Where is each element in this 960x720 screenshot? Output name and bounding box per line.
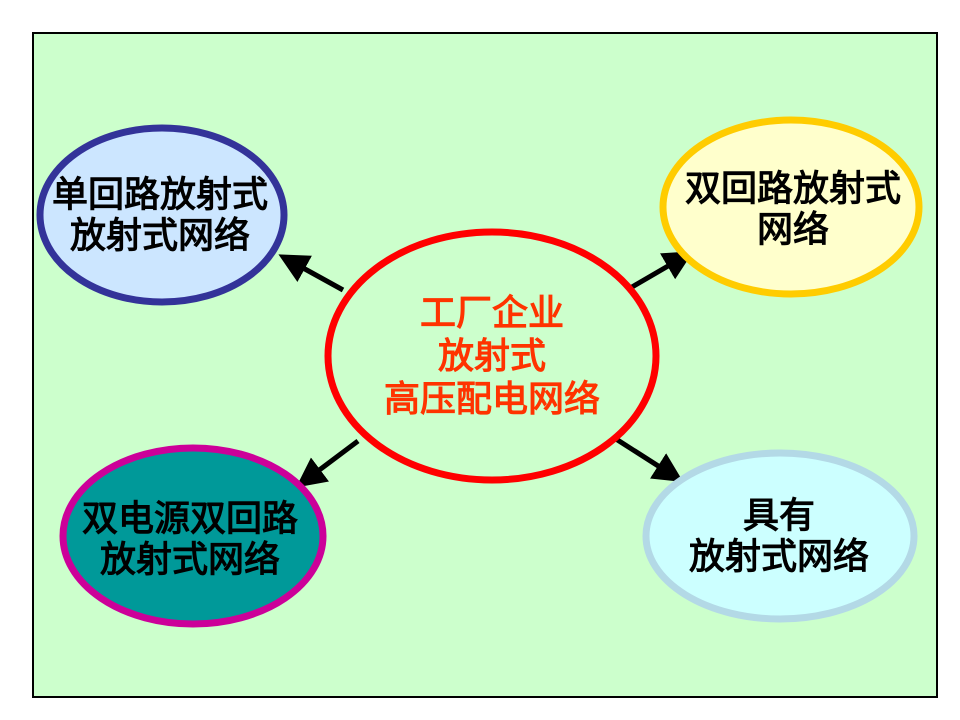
center-node-ellipse bbox=[324, 228, 660, 484]
top-right-line-2: 网络 bbox=[756, 209, 830, 251]
bottom-left-line-2: 放射式网络 bbox=[99, 539, 281, 581]
top-left-node-ellipse bbox=[36, 124, 288, 306]
top-right-line-1: 双回路放射式 bbox=[684, 167, 902, 210]
arrow-to-top-right bbox=[630, 251, 694, 290]
bottom-right-line-2: 放射式网络 bbox=[688, 536, 870, 578]
bottom-left-line-1: 双电源双回路 bbox=[81, 497, 299, 540]
top-right-node-ellipse bbox=[659, 116, 923, 298]
arrow-to-bottom-left bbox=[296, 439, 360, 488]
arrow-to-top-left bbox=[278, 254, 345, 293]
center-node-label: 工厂企业 放射式 高压配电网络 bbox=[384, 292, 600, 422]
bottom-right-node-ellipse bbox=[642, 449, 918, 623]
top-right-node-label: 双回路放射式 网络 bbox=[684, 167, 902, 252]
top-left-line-2: 放射式网络 bbox=[69, 215, 251, 257]
top-left-node-label: 单回路放射式 放射式网络 bbox=[51, 173, 269, 258]
bottom-left-node-label: 双电源双回路 放射式网络 bbox=[81, 497, 299, 582]
bottom-right-line-1: 具有 bbox=[742, 494, 816, 537]
bottom-left-node-ellipse bbox=[59, 444, 327, 628]
top-left-line-1: 单回路放射式 bbox=[51, 173, 269, 216]
bottom-right-node-label: 具有 放射式网络 bbox=[688, 494, 870, 579]
center-line-2: 放射式 bbox=[437, 335, 547, 378]
center-line-1: 工厂企业 bbox=[419, 292, 565, 335]
center-line-3: 高压配电网络 bbox=[383, 378, 601, 421]
arrow-to-bottom-right bbox=[614, 436, 684, 483]
